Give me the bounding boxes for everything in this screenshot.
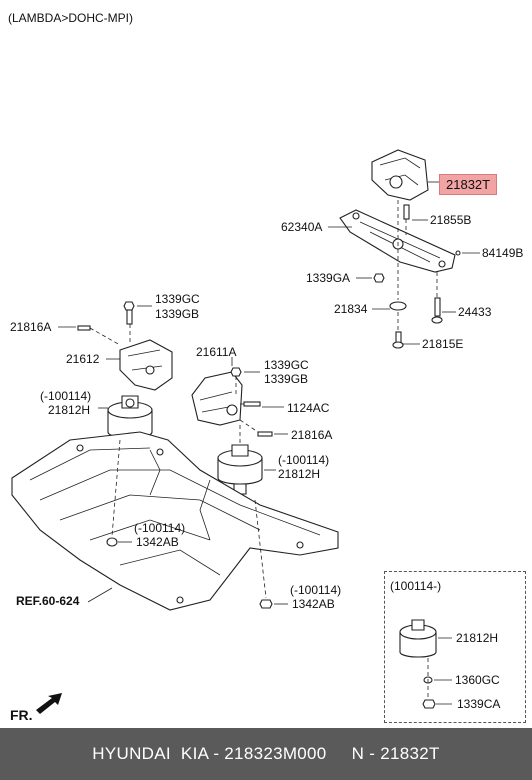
label-24433: 24433 [458, 305, 492, 319]
label-21834: 21834 [334, 302, 368, 316]
label-21816a-right: 21816A [291, 428, 333, 442]
inset-box [384, 571, 526, 723]
label-21612: 21612 [66, 352, 100, 366]
label-1339ga: 1339GA [306, 271, 351, 285]
inset-title: (100114-) [390, 579, 442, 593]
front-direction-label: FR. [10, 707, 33, 723]
part-number-footer: HYUNDAI KIA - 218323M000 N - 21832T [0, 728, 532, 780]
mount-21812h-center-drawing [217, 425, 263, 495]
label-100114-left: (-100114) [40, 389, 92, 403]
label-1342ab-right: 1342AB [292, 597, 335, 611]
leader-lines [58, 181, 480, 605]
label-1339gc-right: 1339GC [264, 358, 309, 372]
subframe-drawing [11, 431, 339, 611]
label-100114-lower-left: (-100114) [134, 521, 186, 535]
crossmember-fasteners [373, 200, 461, 349]
label-1339gb-right: 1339GB [264, 372, 309, 386]
label-21855b: 21855B [430, 213, 472, 227]
reference-label[interactable]: REF.60-624 [16, 594, 80, 608]
label-84149b: 84149B [482, 246, 524, 260]
label-21812h-center: 21812H [278, 467, 321, 481]
inset-label-1339ca: 1339CA [457, 697, 501, 711]
washers-1342ab-drawing [106, 537, 273, 609]
label-1339gc-left: 1339GC [155, 292, 200, 306]
label-21816a-left: 21816A [10, 320, 52, 334]
label-62340a: 62340A [281, 220, 323, 234]
label-1339gb-left: 1339GB [155, 307, 200, 321]
inset-mount-drawing [399, 619, 452, 709]
bracket-21832t-drawing [371, 149, 429, 201]
label-100114-lower-right: (-100114) [290, 583, 342, 597]
crossmember-62340a-drawing [339, 209, 456, 273]
bracket-21612-drawing [77, 301, 173, 391]
label-1124ac: 1124AC [287, 401, 330, 415]
label-100114-center: (-100114) [278, 453, 330, 467]
label-21611a: 21611A [196, 345, 237, 359]
label-21812h-left: 21812H [48, 403, 91, 417]
label-21815e: 21815E [422, 337, 464, 351]
parts-diagram [11, 149, 480, 714]
inset-label-1360gc: 1360GC [455, 673, 500, 687]
inset-label-21812h: 21812H [456, 631, 499, 645]
mount-21812h-left-drawing [107, 395, 153, 439]
front-arrow-icon [36, 693, 62, 714]
label-1342ab-left: 1342AB [136, 535, 179, 549]
highlighted-part-21832t[interactable]: 21832T [439, 174, 498, 195]
bracket-21611a-drawing [191, 367, 273, 437]
variant-header: (LAMBDA>DOHC-MPI) [8, 11, 134, 25]
